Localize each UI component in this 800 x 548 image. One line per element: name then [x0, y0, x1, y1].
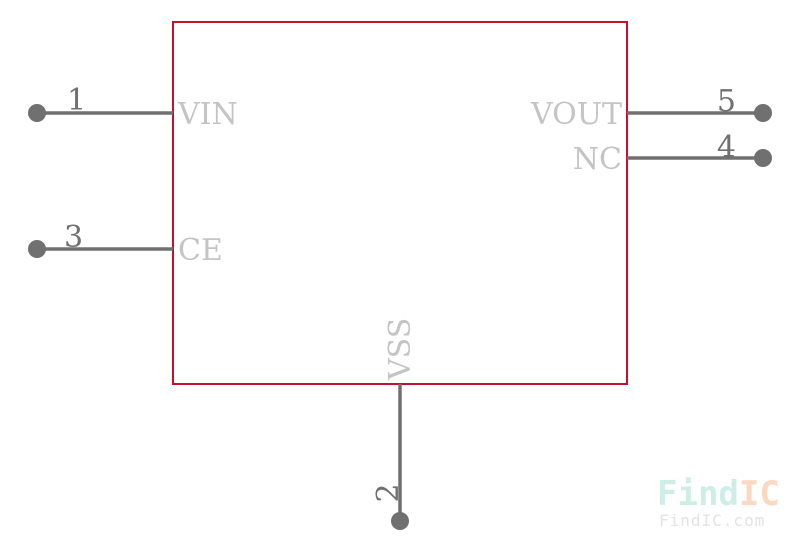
pin-2-name: VSS: [383, 318, 418, 381]
pin-5-name: VOUT: [530, 97, 622, 132]
watermark-logo: FindIC: [657, 474, 780, 514]
pin-1-terminal[interactable]: [28, 104, 46, 122]
pin-5-terminal[interactable]: [754, 104, 772, 122]
pin-4-terminal[interactable]: [754, 149, 772, 167]
pin-5[interactable]: 5 VOUT: [530, 84, 772, 132]
pin-4-number: 4: [717, 130, 736, 165]
pin-2[interactable]: 2 VSS: [371, 318, 418, 530]
pin-1[interactable]: 1 VIN: [28, 83, 238, 132]
watermark-logo-find: Find: [657, 474, 739, 514]
pin-3-number: 3: [64, 220, 83, 255]
pin-1-name: VIN: [177, 97, 238, 132]
pin-2-number: 2: [371, 483, 406, 502]
watermark-logo-ic: IC: [739, 474, 780, 514]
watermark-url: FindIC.com: [659, 511, 765, 530]
pin-2-terminal[interactable]: [391, 512, 409, 530]
pin-5-number: 5: [717, 84, 736, 119]
pin-1-number: 1: [67, 83, 86, 118]
pin-3[interactable]: 3 CE: [28, 220, 223, 268]
findic-watermark: FindIC FindIC.com: [657, 474, 780, 530]
pin-4[interactable]: 4 NC: [573, 130, 772, 177]
pin-3-terminal[interactable]: [28, 240, 46, 258]
pin-4-name: NC: [573, 142, 622, 177]
pin-3-name: CE: [178, 233, 223, 268]
